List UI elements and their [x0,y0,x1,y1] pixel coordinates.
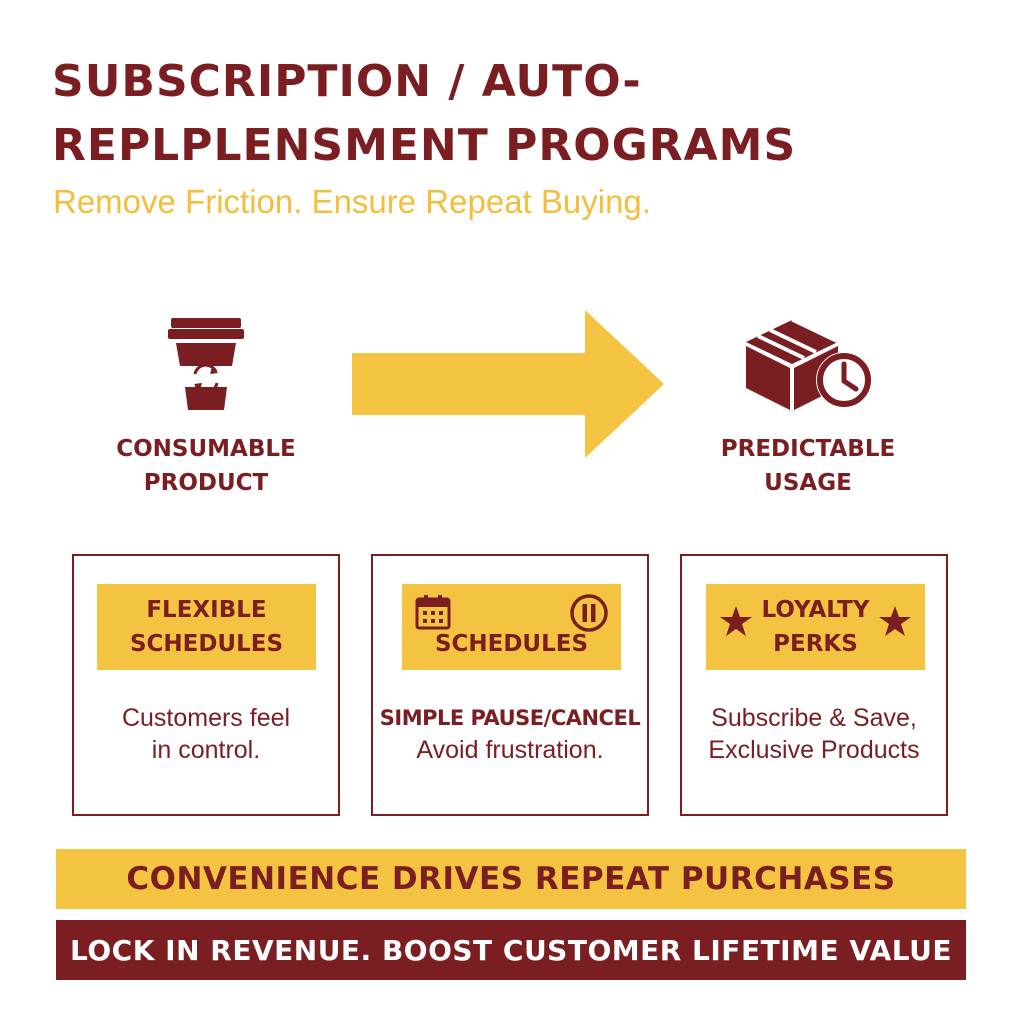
calendar-icon [415,595,451,630]
target-label-line-1: PREDICTABLE [720,436,896,462]
feature-card-loyalty-perks: LOYALTY PERKS Subscribe & Save, Exclusiv… [680,554,948,816]
card-body-line-1: Avoid frustration. [416,736,604,764]
star-icon [720,606,752,636]
convenience-banner: CONVENIENCE DRIVES REPEAT PURCHASES [56,849,966,909]
page-subtitle: Remove Friction. Ensure Repeat Buying. [53,183,651,220]
card-body-line-2: Exclusive Products [708,736,920,764]
revenue-banner: LOCK IN REVENUE. BOOST CUSTOMER LIFETIME… [56,920,966,980]
card-header-line-1: SCHEDULES [434,631,589,657]
star-icon [879,606,911,636]
card-body-line-1: Subscribe & Save, [711,704,917,732]
target-label-line-2: USAGE [764,470,852,496]
card-body-line-2: in control. [151,736,261,764]
card-header-line-1: LOYALTY [761,597,870,623]
card-header: FLEXIBLE SCHEDULES [97,584,316,670]
card-body: Subscribe & Save, Exclusive Products [682,702,946,766]
source-node-label: CONSUMABLE PRODUCT [106,432,306,500]
source-label-line-1: CONSUMABLE [116,436,296,462]
card-header-line-2: PERKS [773,631,858,657]
package-clock-icon [746,318,872,410]
card-body: Customers feel in control. [74,702,338,766]
right-arrow [352,310,664,458]
pause-icon [570,594,608,632]
target-node-label: PREDICTABLE USAGE [708,432,908,500]
title-line-2: REPLPLENSMENT PROGRAMS [52,120,797,171]
source-label-line-2: PRODUCT [143,470,269,496]
card-body-lead: SIMPLE PAUSE/CANCEL [379,706,641,730]
card-body-line-1: Customers feel [121,704,291,732]
title-line-1: SUBSCRIPTION / AUTO- [52,56,642,107]
convenience-banner-text: CONVENIENCE DRIVES REPEAT PURCHASES [126,861,896,897]
card-header: SCHEDULES [402,584,621,670]
card-header-line-1: FLEXIBLE [146,597,267,623]
card-header: LOYALTY PERKS [706,584,925,670]
feature-card-pause-cancel: SCHEDULES SIMPLE PAUSE/CANCEL Avoid frus… [371,554,649,816]
card-body: SIMPLE PAUSE/CANCEL Avoid frustration. [373,702,647,766]
feature-card-flexible-schedules: FLEXIBLE SCHEDULES Customers feel in con… [72,554,340,816]
card-header-line-2: SCHEDULES [129,631,284,657]
page-title: SUBSCRIPTION / AUTO- REPLPLENSMENT PROGR… [52,50,952,178]
revenue-banner-text: LOCK IN REVENUE. BOOST CUSTOMER LIFETIME… [70,933,952,967]
coffee-cup-refresh-icon [168,318,244,410]
